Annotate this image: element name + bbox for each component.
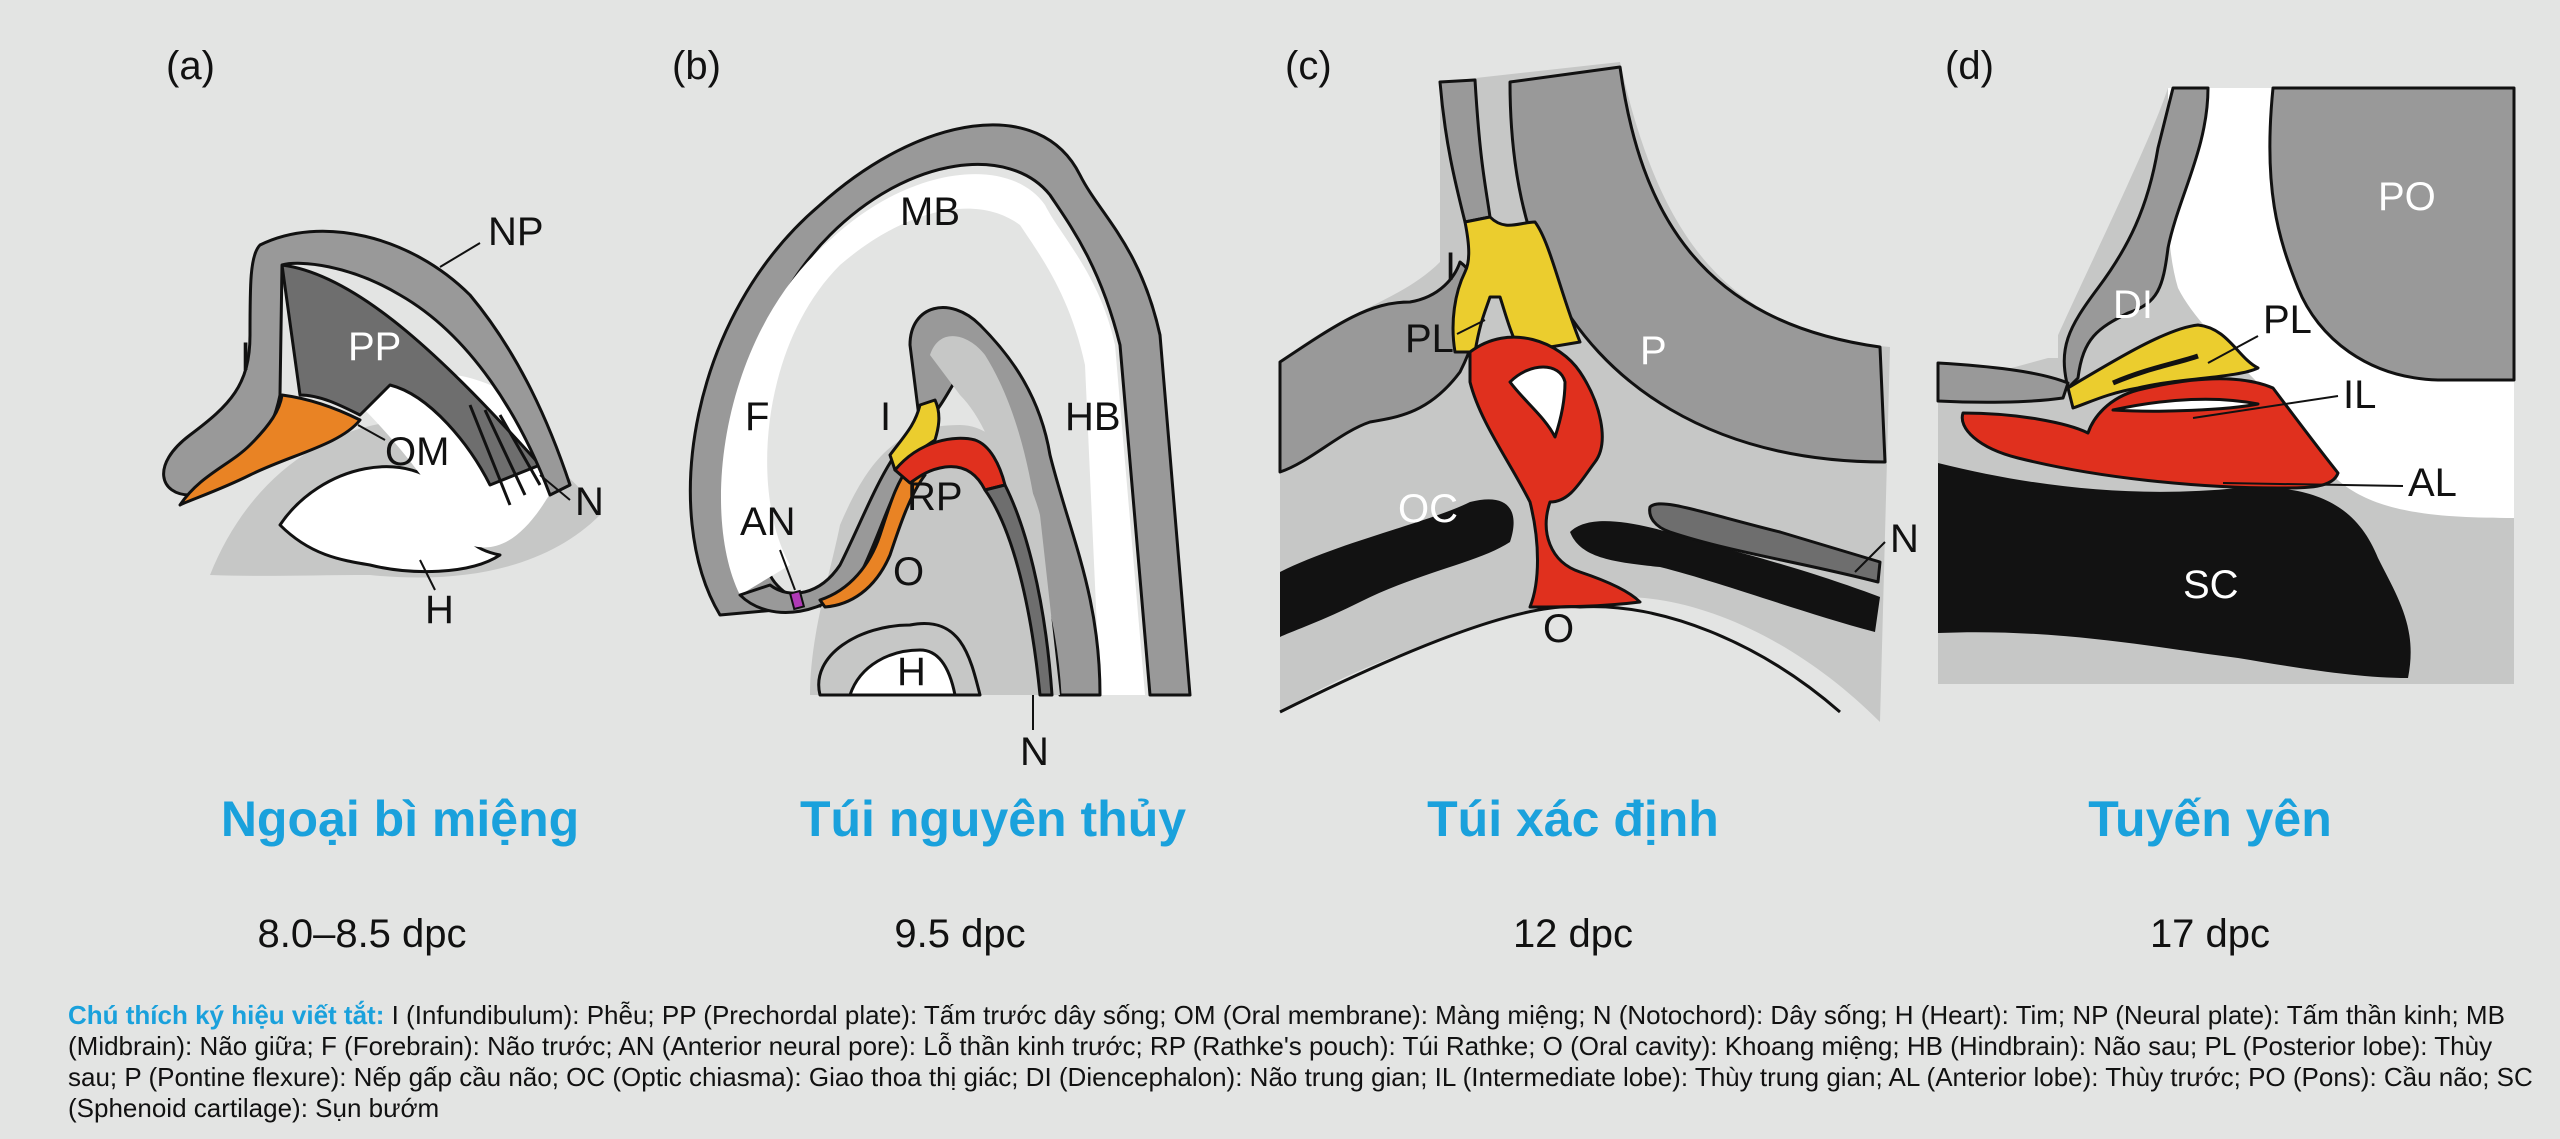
label-n: N — [1020, 730, 1049, 774]
anterior-neural-pore — [788, 589, 806, 611]
stage-age-c: 12 dpc — [1512, 912, 1634, 956]
cartilage-left — [1280, 499, 1514, 637]
notochord — [468, 404, 542, 506]
panel-d-letter: (d) — [1945, 44, 1994, 88]
pons — [2268, 86, 2516, 382]
label-hb: HB — [1065, 395, 1121, 439]
notochord — [1648, 502, 1882, 584]
panel-c-letter: (c) — [1285, 44, 1332, 88]
label-om: OM — [385, 430, 449, 474]
label-o: O — [893, 550, 924, 594]
stage-age-b: 9.5 dpc — [894, 912, 1026, 956]
panel-a-diagram: NP PP I OM N H — [162, 210, 604, 632]
label-po: PO — [2378, 175, 2436, 219]
legend-text: I (Infundibulum): Phễu; PP (Prechordal p… — [68, 1000, 2533, 1123]
label-i: I — [880, 395, 891, 439]
stage-age-a: 8.0–8.5 dpc — [257, 912, 467, 956]
panel-b-letter: (b) — [672, 44, 721, 88]
label-pl: PL — [2263, 298, 2312, 342]
stage-title-a: Ngoại bì miệng — [220, 791, 580, 847]
label-il: IL — [2343, 373, 2376, 417]
stage-age-d: 17 dpc — [2149, 912, 2271, 956]
panel-c-diagram: I PL P OC N O — [1278, 62, 1919, 722]
sphenoid-cartilage — [1938, 463, 2411, 678]
panel-d-diagram: PO DI PL IL AL SC — [1936, 86, 2516, 684]
stage-title-d: Tuyến yên — [2088, 791, 2332, 847]
notochord — [983, 483, 1054, 697]
label-mb: MB — [900, 190, 960, 234]
label-np: NP — [488, 210, 544, 254]
posterior-lobe — [1451, 215, 1582, 354]
label-pp: PP — [348, 325, 401, 369]
label-al: AL — [2408, 461, 2457, 505]
label-di: DI — [2113, 283, 2153, 327]
label-p: P — [1640, 329, 1667, 373]
label-sc: SC — [2183, 563, 2239, 607]
stage-title-c: Túi xác định — [1427, 791, 1719, 847]
abbreviation-legend: Chú thích ký hiệu viết tắt: I (Infundibu… — [68, 1000, 2538, 1124]
cartilage-right — [1570, 521, 1880, 632]
oral-ectoderm — [178, 393, 362, 507]
panel-b-diagram: MB F I HB AN RP O H N — [688, 123, 1192, 774]
label-pl: PL — [1405, 317, 1454, 361]
label-i: I — [1445, 245, 1456, 289]
label-n: N — [1890, 517, 1919, 561]
diencephalon — [2062, 86, 2210, 390]
pontine-flexure — [1508, 65, 1887, 464]
label-i: I — [240, 335, 251, 379]
prechordal-plate — [280, 263, 542, 487]
stage-title-b: Túi nguyên thủy — [799, 791, 1187, 847]
label-f: F — [745, 395, 769, 439]
label-n: N — [575, 480, 604, 524]
label-an: AN — [740, 500, 796, 544]
label-oc: OC — [1398, 487, 1458, 531]
label-o: O — [1543, 607, 1574, 651]
panel-a-letter: (a) — [166, 44, 215, 88]
label-rp: RP — [907, 475, 963, 519]
legend-lead: Chú thích ký hiệu viết tắt: — [68, 1000, 385, 1030]
label-h: H — [425, 588, 454, 632]
label-h: H — [897, 650, 926, 694]
rathkes-pouch — [1468, 335, 1642, 609]
